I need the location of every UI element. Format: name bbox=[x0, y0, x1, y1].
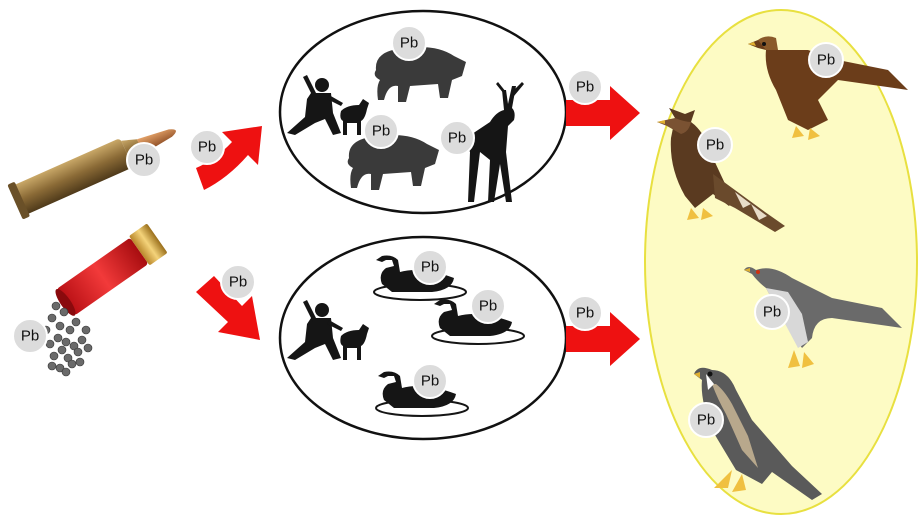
pb-badge-boar-top: Pb bbox=[392, 26, 426, 60]
svg-text:Pb: Pb bbox=[198, 139, 216, 156]
pb-badge-goshawk: Pb bbox=[755, 295, 789, 329]
svg-text:Pb: Pb bbox=[479, 298, 497, 315]
lead-pellet bbox=[84, 344, 92, 352]
svg-text:Pb: Pb bbox=[421, 373, 439, 390]
pb-badge-arrow-top: Pb bbox=[190, 130, 224, 164]
pb-badge-shot: Pb bbox=[13, 319, 47, 353]
svg-text:Pb: Pb bbox=[421, 259, 439, 276]
lead-pellet bbox=[62, 338, 70, 346]
lead-pellet bbox=[48, 314, 56, 322]
lead-pellet bbox=[58, 346, 66, 354]
pb-badge-duck-1: Pb bbox=[413, 250, 447, 284]
lead-pellet bbox=[56, 322, 64, 330]
lead-pellet bbox=[60, 308, 68, 316]
lead-pellet bbox=[50, 352, 58, 360]
pb-badge-hawk-eagle: Pb bbox=[698, 128, 732, 162]
pb-badge-falcon: Pb bbox=[689, 403, 723, 437]
lead-pellet bbox=[52, 302, 60, 310]
lead-pellet bbox=[74, 348, 82, 356]
svg-text:Pb: Pb bbox=[697, 412, 715, 429]
pb-badge-arrow-right-bottom: Pb bbox=[568, 296, 602, 330]
svg-text:Pb: Pb bbox=[372, 123, 390, 140]
pb-badge-eagle: Pb bbox=[809, 43, 843, 77]
pb-badge-duck-2: Pb bbox=[471, 289, 505, 323]
lead-pellet bbox=[72, 318, 80, 326]
lead-pellet bbox=[54, 334, 62, 342]
pb-badge-boar-bottom: Pb bbox=[364, 114, 398, 148]
pb-badge-arrow-right-top: Pb bbox=[568, 70, 602, 104]
svg-text:Pb: Pb bbox=[763, 304, 781, 321]
svg-text:Pb: Pb bbox=[21, 328, 39, 345]
svg-text:Pb: Pb bbox=[400, 35, 418, 52]
svg-text:Pb: Pb bbox=[448, 130, 466, 147]
pb-badge-deer: Pb bbox=[440, 121, 474, 155]
svg-text:Pb: Pb bbox=[817, 52, 835, 69]
lead-pellet bbox=[68, 360, 76, 368]
lead-shot-pellets bbox=[42, 302, 92, 376]
svg-text:Pb: Pb bbox=[135, 152, 153, 169]
lead-pellet bbox=[48, 362, 56, 370]
lead-pellet bbox=[76, 358, 84, 366]
pb-badge-arrow-bottom: Pb bbox=[221, 265, 255, 299]
pb-badge-bullet: Pb bbox=[127, 143, 161, 177]
lead-pellet bbox=[78, 336, 86, 344]
svg-text:Pb: Pb bbox=[576, 305, 594, 322]
lead-pellet bbox=[66, 326, 74, 334]
pb-badge-duck-3: Pb bbox=[413, 364, 447, 398]
lead-pellet bbox=[62, 368, 70, 376]
svg-text:Pb: Pb bbox=[229, 274, 247, 291]
svg-text:Pb: Pb bbox=[706, 137, 724, 154]
shotgun-shell bbox=[51, 223, 167, 320]
svg-text:Pb: Pb bbox=[576, 79, 594, 96]
lead-pellet bbox=[82, 326, 90, 334]
